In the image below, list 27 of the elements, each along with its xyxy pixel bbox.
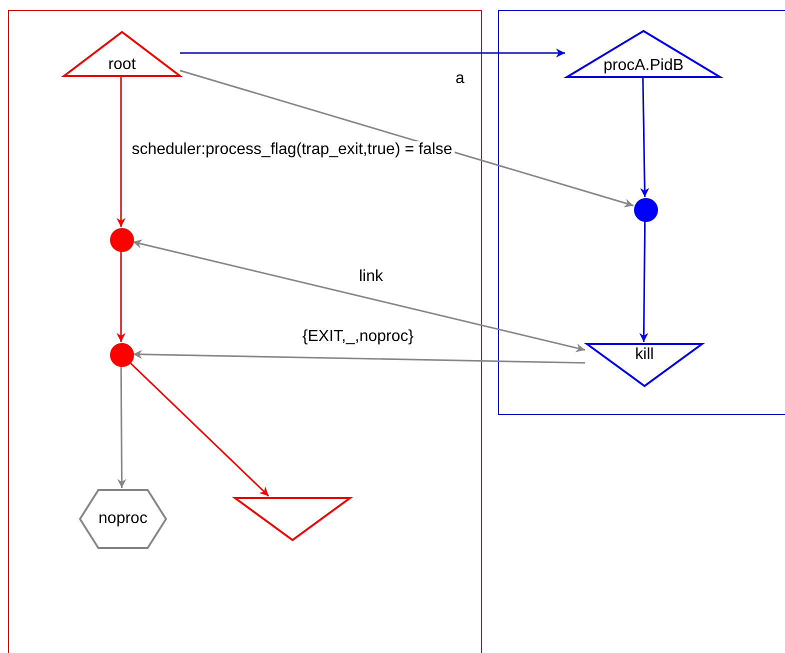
triangle-node <box>234 497 351 541</box>
triangle-node <box>566 30 721 78</box>
node-label: noproc <box>98 510 148 528</box>
cluster-frame <box>8 10 482 653</box>
arrow <box>180 48 565 58</box>
cluster-frame <box>498 10 785 415</box>
edge-label: {EXIT,_,noproc} <box>300 328 416 346</box>
arrow <box>132 240 586 352</box>
arrow <box>116 251 126 342</box>
arrow <box>117 366 126 488</box>
state-dot <box>110 343 134 367</box>
arrow <box>129 362 270 497</box>
node-label: procA.PidB <box>603 57 684 75</box>
node-label: kill <box>635 346 654 364</box>
arrow <box>132 350 586 364</box>
arrow <box>639 221 648 342</box>
arrow <box>180 70 634 208</box>
triangle-node <box>586 343 703 387</box>
hexagon-node <box>79 489 167 549</box>
node-label: root <box>108 56 136 74</box>
state-dot <box>110 228 134 252</box>
text-label: a <box>456 70 464 88</box>
state-dot <box>634 198 658 222</box>
edge-label: scheduler:process_flag(trap_exit,true) = false <box>130 141 454 159</box>
arrow <box>116 76 126 227</box>
triangle-node <box>63 31 181 77</box>
arrow <box>640 76 650 198</box>
